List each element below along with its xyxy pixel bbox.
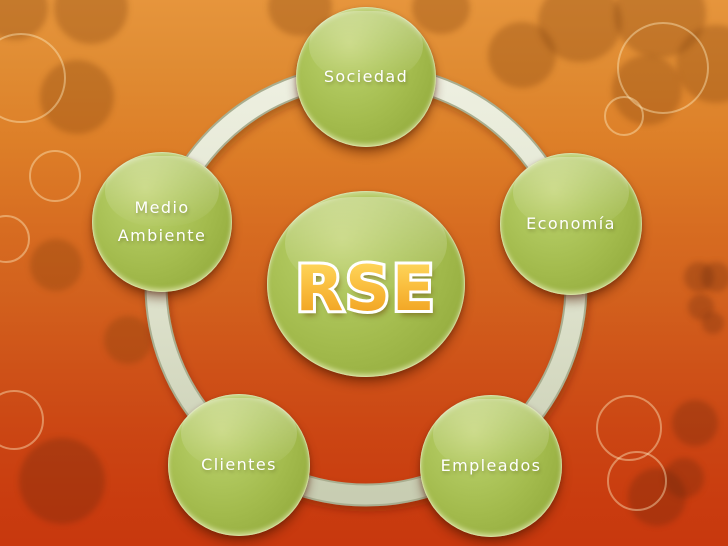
node-sociedad: Sociedad [296,7,436,147]
node-economia-label: Economía [526,214,616,233]
rse-title: RSE RSE [293,255,438,323]
decor-blob [688,294,714,320]
node-rse-center: RSE RSE [267,191,465,377]
medio-line1: Medio [134,198,190,217]
decor-blob [701,262,728,292]
decor-blob [488,22,556,88]
rse-title-fill: RSE [295,252,437,325]
decor-ring [604,96,644,136]
node-economia: Economía [500,153,642,295]
decor-blob [684,262,714,292]
decor-blob [702,312,724,334]
decor-blob [19,438,105,524]
decor-ring [29,150,81,202]
decor-blob [538,0,622,62]
decor-ring [617,22,709,114]
node-medio-ambiente-label: Medio Ambiente [118,194,206,250]
decor-blob [672,400,718,446]
node-sociedad-label: Sociedad [323,67,409,86]
decor-blob [30,239,82,291]
node-empleados: Empleados [420,395,562,537]
medio-line2: Ambiente [117,226,207,245]
node-medio-ambiente: Medio Ambiente [92,152,232,292]
decor-ring [607,451,667,511]
rse-title-outline: RSE [293,255,438,323]
decor-blob [664,458,704,498]
node-clientes-label: Clientes [201,455,277,474]
decor-blob [104,316,152,364]
node-clientes: Clientes [168,394,310,536]
node-empleados-label: Empleados [440,456,542,475]
